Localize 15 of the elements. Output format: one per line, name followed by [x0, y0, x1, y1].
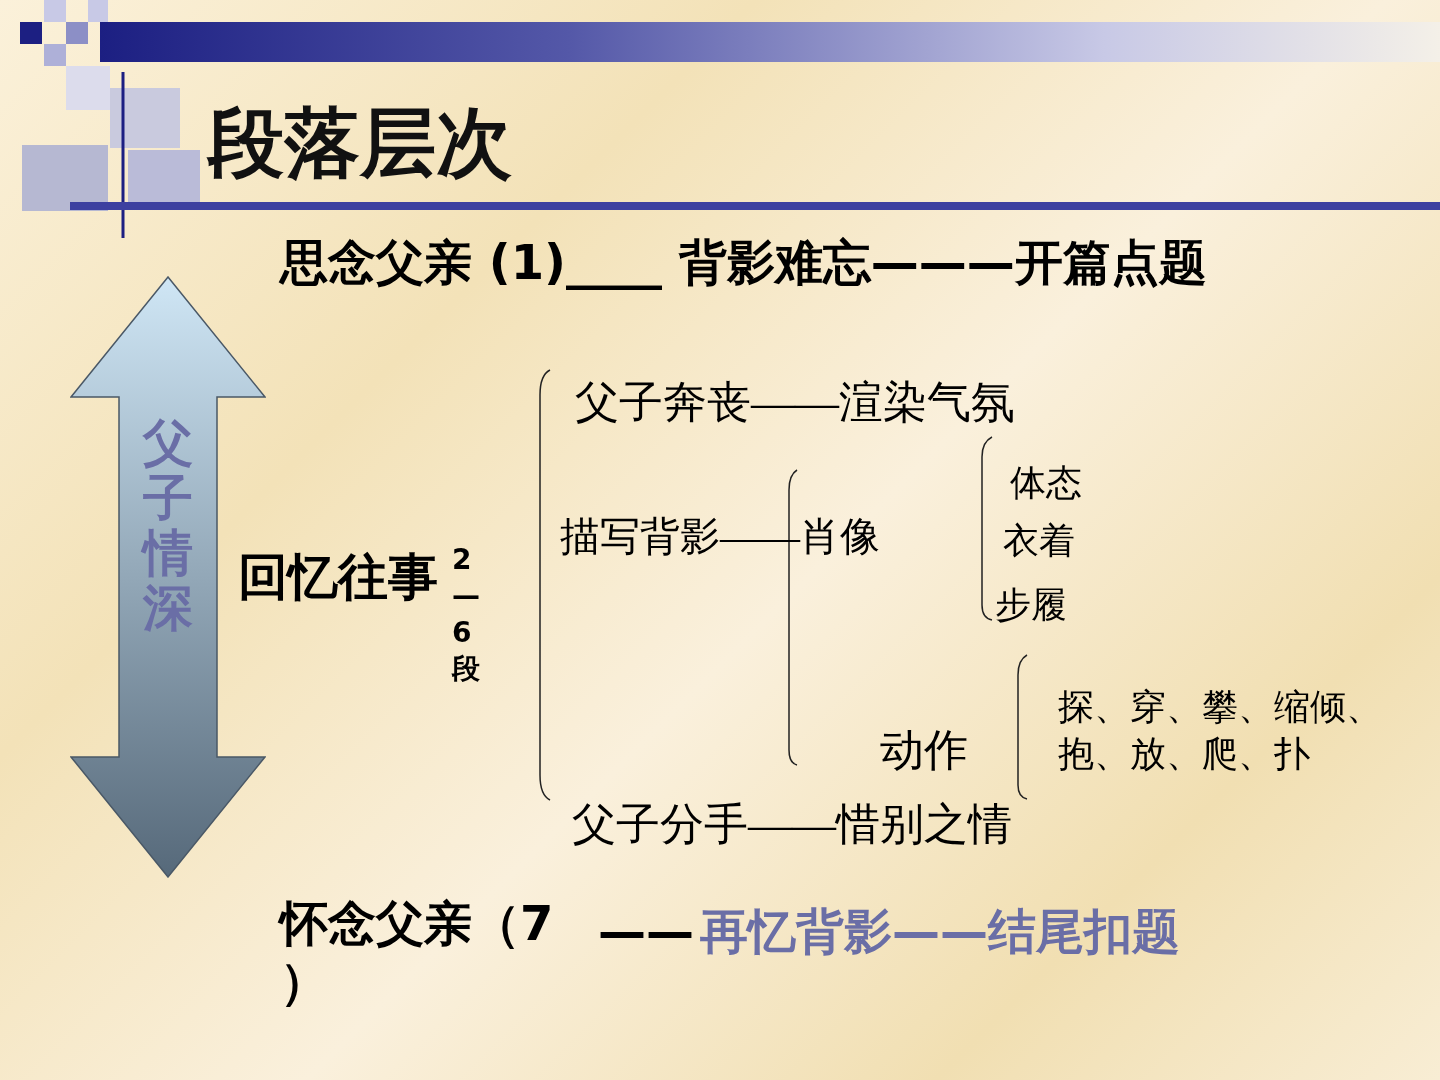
slide-title: 段落层次 [208, 97, 512, 189]
outline-text: 思念父亲 (1)____ 背影难忘———开篇点题 [280, 233, 1207, 292]
outline-text: 2—6段 [452, 542, 481, 688]
outline-text: —— [598, 902, 694, 961]
outline-text: 描写背影——肖像 [560, 513, 880, 561]
outline-text: 再忆背影——结尾扣题 [700, 902, 1180, 961]
outline-text: 回忆往事 [238, 547, 438, 608]
outline-text: 衣着 [1003, 520, 1075, 563]
outline-text: 体态 [1010, 462, 1082, 505]
outline-text: 步履 [995, 584, 1067, 627]
outline-text: 父子奔丧——渲染气氛 [575, 377, 1015, 429]
outline-text: 父子分手——惜别之情 [572, 799, 1012, 851]
outline-text: 探、穿、攀、缩倾、抱、放、爬、扑 [1058, 686, 1383, 776]
vertical-label: 父子情深 [143, 416, 193, 636]
outline-text: 动作 [880, 725, 968, 777]
